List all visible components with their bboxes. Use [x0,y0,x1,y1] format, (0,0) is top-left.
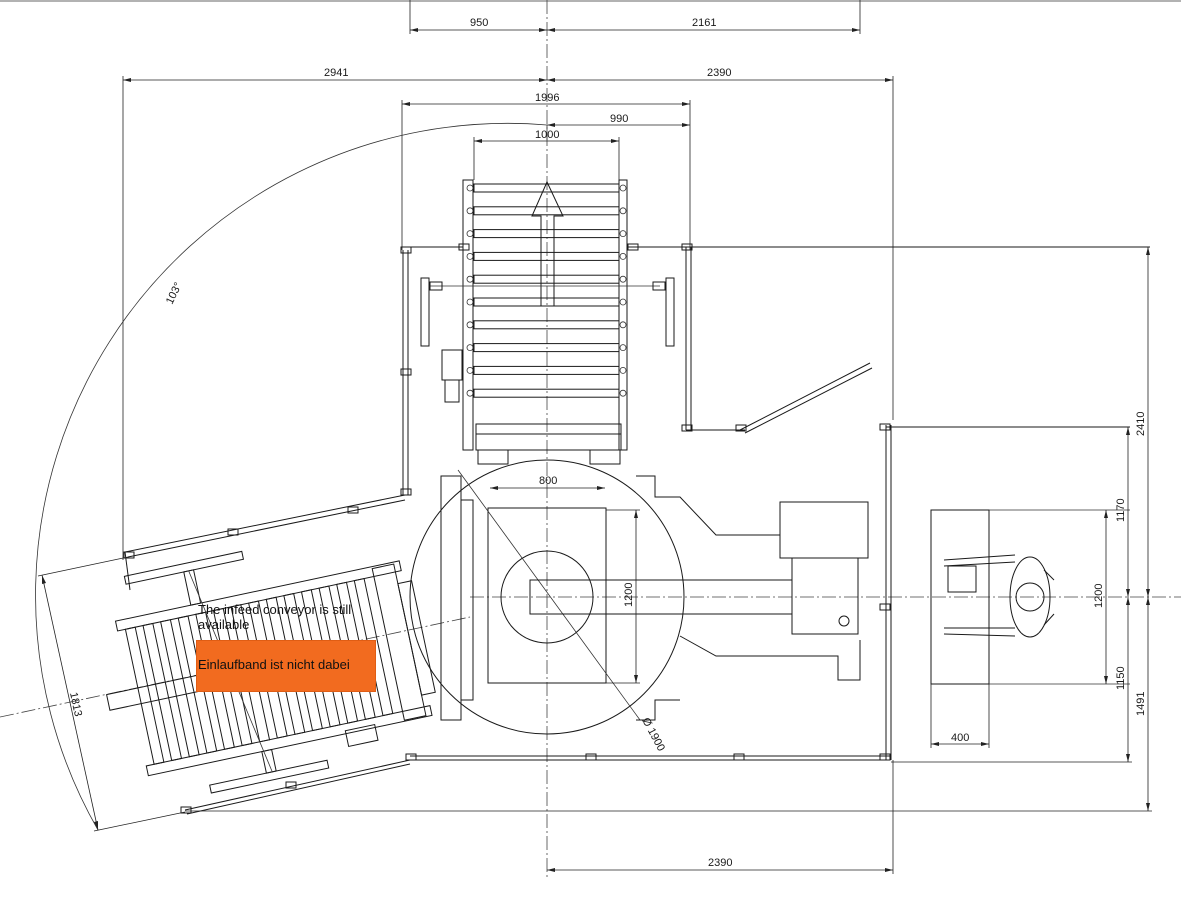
dim-bottom: 2390 [547,760,894,874]
dim-label: 1200 [623,583,635,607]
dim-label: 1996 [535,92,559,104]
roller-bearing [466,275,474,283]
dim-turntable-depth: 1200 [606,509,640,684]
dim-label: 2941 [324,67,348,79]
outfeed-conveyor [420,179,675,465]
fence-post [458,243,470,251]
roller [473,251,620,261]
roller-bearing [619,184,627,192]
roller [473,388,620,398]
fence-post [347,506,359,514]
roller-bearing [466,321,474,329]
fence-post [400,246,412,254]
roller-bearing [466,389,474,397]
fence-post [585,753,597,761]
dim-right-upper: 1170 [1115,427,1130,597]
dim-label: 1200 [1093,584,1105,608]
dim-label: 950 [470,17,488,29]
roller-bearing [619,389,627,397]
diameter-label: Ø 1900 [639,716,667,754]
fence-post [285,781,297,789]
roller-bearing [466,344,474,352]
roller-bearing [466,366,474,374]
infeed-centerline [0,616,471,718]
roller-bearing [466,230,474,238]
dim-overall-left: 2941 [122,67,547,560]
roller [124,626,165,765]
dim-label: 2390 [708,857,732,869]
roller-bearing [619,321,627,329]
roller-bearing [619,298,627,306]
dim-label: 1150 [1115,666,1127,690]
swing-arc [35,122,548,831]
roller [473,274,620,284]
roller-bearing [466,184,474,192]
fence-post [879,423,891,431]
roller [160,619,200,758]
roller-bearing [619,366,627,374]
roller-bearing [466,207,474,215]
roller [473,183,620,193]
operator-station [930,509,1130,685]
safety-fence [123,243,1150,815]
dim-label: 2390 [707,67,731,79]
fence-post [879,603,891,611]
roller [473,206,620,216]
flow-direction-arrow [531,180,564,307]
dim-turntable-inner: 800 [490,475,605,490]
fence-post [405,753,417,761]
fence-post [227,528,239,536]
fence-post [180,806,192,814]
fence-post [400,368,412,376]
roller [473,320,620,330]
roller [473,365,620,375]
fence-post [735,424,747,432]
dim-infeed-length: 1813 [37,556,186,832]
roller-bearing [619,252,627,260]
fence-post [681,424,693,432]
angle-label: 103° [164,281,185,307]
roller [473,297,620,307]
dim-label: 1491 [1135,692,1147,716]
dim-label: 800 [539,475,557,487]
dim-right-lower: 1150 [891,597,1132,763]
turntable [409,459,869,735]
note-infeed-available: The infeed conveyor is still available [198,602,352,632]
dim-label: 990 [610,113,628,125]
roller [473,343,620,353]
dim-label: 1813 [67,691,84,717]
dim-right-total-upper: 2410 [1135,247,1150,597]
roller-bearing [466,252,474,260]
dim-conveyor-width: 1000 [473,129,620,180]
roller-bearing [619,230,627,238]
fence-post [123,551,135,559]
fence-post [681,243,693,251]
note-infeed-not-included: Einlaufband ist nicht dabei [196,640,376,692]
dim-label: 2161 [692,17,716,29]
roller-bearing [619,207,627,215]
dim-right-total-lower: 1491 [185,597,1152,812]
dim-operator-width: 400 [930,684,990,748]
dim-label: 400 [951,732,969,744]
dim-label: 2410 [1135,412,1147,436]
dim-half-width: 990 [547,113,690,127]
fence-post [879,753,891,761]
roller [142,622,183,762]
dim-operator-depth: 1200 [1093,510,1108,684]
fence-post [627,243,639,251]
roller [473,229,620,239]
roller-bearing [619,275,627,283]
fence-post [733,753,745,761]
dim-top-left: 950 [409,0,547,34]
roller-bearing [466,298,474,306]
dim-fence-width: 1996 [401,92,691,250]
fence-post [400,488,412,496]
dim-label: 1170 [1115,498,1127,522]
dim-top-right: 2161 [547,0,861,34]
dim-overall-right: 2390 [547,67,894,420]
roller-bearing [619,344,627,352]
